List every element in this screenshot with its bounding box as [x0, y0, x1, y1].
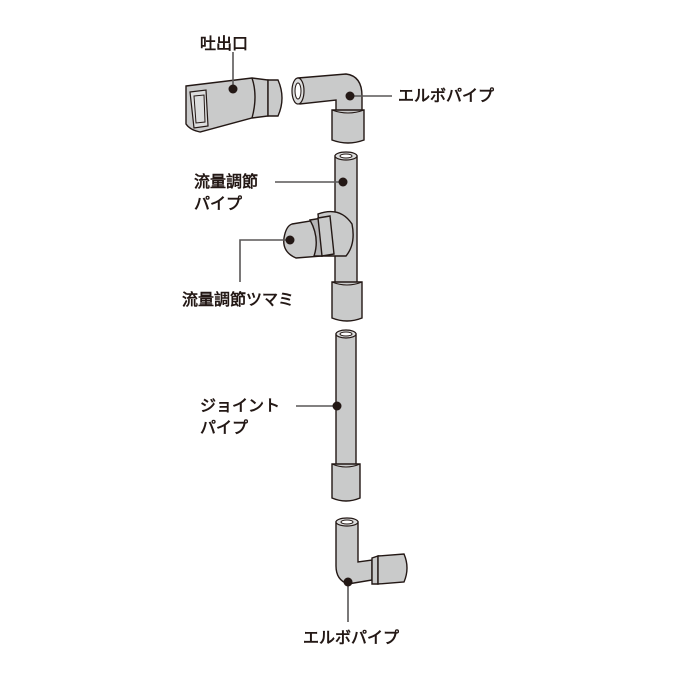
label-elbow-pipe-top: エルボパイプ [398, 86, 495, 105]
label-flow-control-knob: 流量調節ツマミ [182, 290, 295, 309]
label-joint-pipe-line2: パイプ [200, 418, 249, 437]
label-elbow-pipe-bottom: エルボパイプ [303, 628, 400, 647]
label-joint-pipe-line1: ジョイント [200, 396, 281, 415]
label-flow-control-pipe-line2: パイプ [194, 194, 243, 213]
flow-knob-leader [239, 239, 288, 282]
label-outlet: 吐出口 [200, 34, 249, 53]
label-flow-control-pipe-line1: 流量調節 [194, 172, 259, 191]
joint-pipe-part [331, 329, 361, 502]
flow-control-knob-part [283, 215, 335, 259]
outlet-part [185, 77, 283, 133]
elbow-pipe-top-part [291, 73, 365, 144]
elbow-pipe-bottom-part [335, 517, 408, 585]
